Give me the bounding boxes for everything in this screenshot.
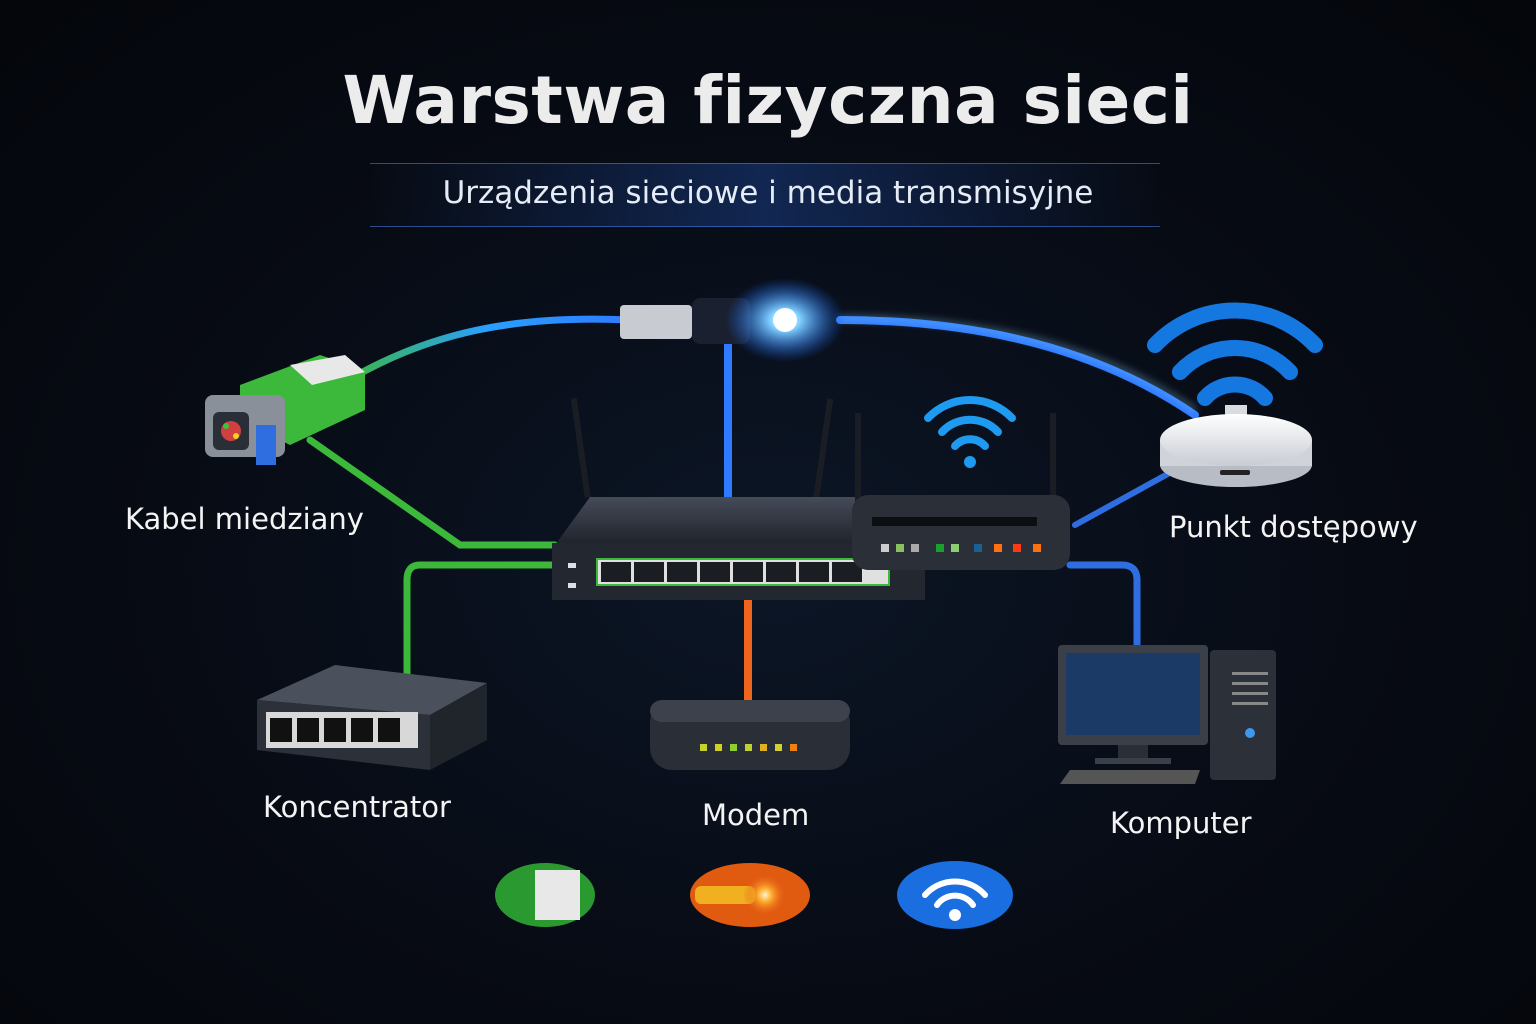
- page-title: Warstwa fizyczna sieci: [342, 62, 1194, 139]
- label-hub: Koncentrator: [263, 790, 451, 824]
- router-to-pc: [1066, 561, 1141, 649]
- page-subtitle: Urządzenia sieciowe i media transmisyjne: [442, 175, 1094, 211]
- copper-to-switch: [306, 436, 559, 549]
- computer-icon: [1058, 645, 1276, 784]
- router-icon: [852, 413, 1070, 570]
- label-copper-cable: Kabel miedziany: [125, 502, 364, 536]
- ap-to-router: [1072, 467, 1178, 528]
- label-modem: Modem: [702, 798, 810, 832]
- wifi-icon: [924, 396, 1016, 468]
- copper-connector-icon: [205, 355, 365, 465]
- hub-icon: [257, 665, 487, 770]
- subtitle-band: [370, 163, 1160, 227]
- label-access-point: Punkt dostępowy: [1169, 510, 1418, 544]
- fiber-arc: [836, 316, 1199, 419]
- arc-cable: [336, 315, 634, 389]
- copper-media-icon: [495, 863, 595, 927]
- label-computer: Komputer: [1110, 806, 1252, 840]
- coax-media-icon: [690, 863, 810, 927]
- switch-to-hub: [403, 561, 559, 679]
- wireless-media-icon: [897, 861, 1013, 929]
- access-point-icon: [1147, 302, 1323, 487]
- modem-icon: [650, 700, 850, 770]
- fiber-connector-icon: [620, 278, 845, 362]
